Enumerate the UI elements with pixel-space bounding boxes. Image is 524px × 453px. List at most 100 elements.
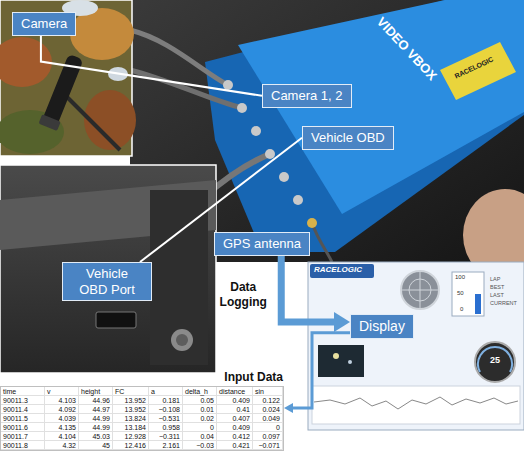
- camera-cable: [130, 70, 242, 108]
- table-cell: 0.04: [183, 432, 217, 441]
- gps-cable: [312, 223, 332, 262]
- table-cell: 0.412: [217, 432, 253, 441]
- bar-panel: [452, 272, 484, 316]
- table-cell: 4.092: [45, 405, 79, 414]
- table-cell: 0: [183, 423, 217, 432]
- lap-field: BEST: [490, 284, 504, 290]
- table-cell: 90011.8: [1, 441, 45, 450]
- table-cell: 4.135: [45, 423, 79, 432]
- chart-line: [314, 397, 518, 409]
- edge-label: Data Logging: [215, 280, 271, 309]
- table-cell: 45.03: [79, 432, 113, 441]
- dial-arc: [478, 347, 512, 372]
- table-header-cell: FC: [113, 387, 149, 396]
- table-header-cell: delta_h: [183, 387, 217, 396]
- port: [279, 172, 289, 182]
- table-cell: 0.421: [217, 441, 253, 450]
- photo-ground: [0, 165, 216, 373]
- table-cell: 2.161: [149, 441, 183, 450]
- obd-port: [96, 312, 136, 328]
- logo-band: [310, 264, 374, 278]
- label-tag: Vehicle OBD Port: [62, 262, 152, 301]
- scale-value: 50: [457, 290, 464, 297]
- table-header-cell: sin: [253, 387, 283, 396]
- tag-text: GPS antenna: [223, 236, 301, 252]
- gps-port: [307, 218, 317, 228]
- table-cell: 13.824: [113, 414, 149, 423]
- chart-strip: [312, 386, 520, 424]
- table-cell: 0.122: [253, 396, 283, 405]
- label-tag: Vehicle OBD: [302, 126, 394, 150]
- table-cell: 90011.3: [1, 396, 45, 405]
- tag-text: Camera: [21, 16, 67, 32]
- lap-field: LAP: [490, 276, 500, 282]
- table-cell: 90011.7: [1, 432, 45, 441]
- port: [251, 126, 261, 136]
- connector-line: [292, 333, 350, 408]
- port: [293, 195, 303, 205]
- table-cell: 13.952: [113, 396, 149, 405]
- table-cell: 0.024: [253, 405, 283, 414]
- table-cell: 4.104: [45, 432, 79, 441]
- table-cell: 4.039: [45, 414, 79, 423]
- arrow-head: [334, 312, 350, 332]
- tag-text: Vehicle OBD Port: [71, 266, 143, 297]
- video-light: [348, 360, 352, 364]
- display-screenshot: [308, 262, 524, 430]
- table-cell: 0.407: [217, 414, 253, 423]
- video-thumbnail: [318, 345, 364, 377]
- table-cell: 13.184: [113, 423, 149, 432]
- table-header-cell: distance: [217, 387, 253, 396]
- label-tag: GPS antenna: [214, 232, 310, 256]
- device-sticker: [440, 42, 516, 100]
- speed-value: 25: [485, 356, 505, 366]
- camera-photo: [0, 0, 136, 156]
- table-cell: 0.097: [253, 432, 283, 441]
- speed-dial: [475, 342, 515, 382]
- table-cell: 44.97: [79, 405, 113, 414]
- start-button: [171, 329, 193, 351]
- scale-value: 100: [455, 274, 465, 281]
- table-cell: 0.409: [217, 423, 253, 432]
- table-heading: Input Data: [224, 370, 283, 384]
- scale-value: 0: [460, 306, 463, 313]
- table-header-cell: height: [79, 387, 113, 396]
- table-header-cell: time: [1, 387, 45, 396]
- tag-text: Display: [359, 318, 405, 335]
- video-light: [333, 353, 339, 359]
- start-button: [176, 334, 188, 346]
- label-tag: Display: [350, 314, 414, 339]
- table-cell: 90011.4: [1, 405, 45, 414]
- table-cell: 90011.6: [1, 423, 45, 432]
- table-cell: 0: [253, 423, 283, 432]
- table-cell: 44.96: [79, 396, 113, 405]
- camera-mount: [62, 92, 120, 150]
- table-cell: −0.531: [149, 414, 183, 423]
- tag-text: Vehicle OBD: [311, 130, 385, 146]
- table-cell: 12.928: [113, 432, 149, 441]
- table-cell: 4.32: [45, 441, 79, 450]
- table-cell: 0.958: [149, 423, 183, 432]
- device-top: [238, 0, 524, 214]
- table-cell: 4.103: [45, 396, 79, 405]
- table-cell: 45: [79, 441, 113, 450]
- device-body: [205, 0, 524, 252]
- table-cell: 44.99: [79, 414, 113, 423]
- port: [223, 80, 233, 90]
- table-cell: −0.071: [253, 441, 283, 450]
- table-header-cell: a: [149, 387, 183, 396]
- tag-text: Camera 1, 2: [271, 88, 343, 104]
- table-cell: 13.952: [113, 405, 149, 414]
- table-cell: −0.03: [183, 441, 217, 450]
- lap-field: LAST: [490, 292, 504, 298]
- gps-radar: [401, 271, 439, 309]
- car-photo: [0, 165, 216, 373]
- table-cell: −0.311: [149, 432, 183, 441]
- table-cell: 0.181: [149, 396, 183, 405]
- table-cell: 0.02: [183, 414, 217, 423]
- camera-lens: [38, 114, 60, 131]
- bar: [475, 294, 481, 314]
- table-cell: 0.049: [253, 414, 283, 423]
- lap-field: CURRENT: [490, 300, 517, 306]
